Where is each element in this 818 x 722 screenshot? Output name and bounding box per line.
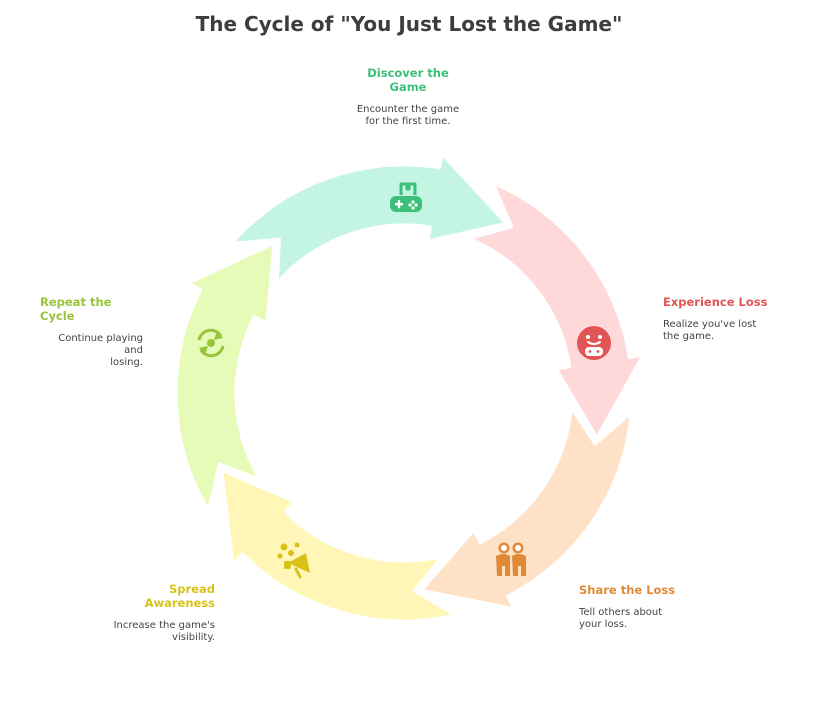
gamepad-icon xyxy=(390,182,422,212)
step-description: Encounter the game for the first time. xyxy=(343,104,473,128)
step-heading: Discover the Game xyxy=(343,66,473,94)
desc-line: the game. xyxy=(663,331,715,342)
megaphone-icon xyxy=(277,542,310,579)
step-discover: Discover the Game Encounter the game for… xyxy=(343,66,473,128)
heading-line: Discover the xyxy=(367,66,449,80)
desc-line: Continue playing and xyxy=(58,333,143,356)
desc-line: visibility. xyxy=(172,632,215,643)
desc-line: Increase the game's xyxy=(113,620,215,631)
segment-repeat-cycle xyxy=(174,242,276,512)
desc-line: for the first time. xyxy=(365,116,451,127)
cycle-icon xyxy=(197,328,225,358)
heading-line: Spread xyxy=(169,582,215,596)
segment-spread-awareness xyxy=(220,468,457,623)
step-experience-loss: Experience Loss Realize you've lost the … xyxy=(663,295,793,343)
step-repeat-cycle: Repeat the Cycle Continue playing and lo… xyxy=(40,295,143,369)
step-description: Realize you've lost the game. xyxy=(663,319,793,343)
segment-share-loss xyxy=(419,406,633,611)
step-heading: Experience Loss xyxy=(663,295,793,309)
step-share-loss: Share the Loss Tell others about your lo… xyxy=(579,583,709,631)
desc-line: Tell others about xyxy=(579,607,663,618)
step-heading: Share the Loss xyxy=(579,583,709,597)
heading-line: Repeat the Cycle xyxy=(40,295,112,323)
step-heading: Spread Awareness xyxy=(85,582,215,610)
step-heading: Repeat the Cycle xyxy=(40,295,143,323)
desc-line: your loss. xyxy=(579,619,628,630)
step-description: Increase the game's visibility. xyxy=(85,620,215,644)
people-icon xyxy=(496,542,526,576)
desc-line: losing. xyxy=(110,357,143,368)
heading-line: Experience Loss xyxy=(663,295,768,309)
segment-experience-loss xyxy=(468,181,645,440)
segment-discover xyxy=(230,152,508,285)
diagram-title: The Cycle of "You Just Lost the Game" xyxy=(195,12,623,36)
heading-line: Awareness xyxy=(144,596,215,610)
step-spread-awareness: Spread Awareness Increase the game's vis… xyxy=(85,582,215,644)
step-description: Tell others about your loss. xyxy=(579,607,709,631)
step-description: Continue playing and losing. xyxy=(40,333,143,369)
heading-line: Game xyxy=(389,80,427,94)
desc-line: Encounter the game xyxy=(356,104,460,115)
heading-line: Share the Loss xyxy=(579,583,676,597)
sad-face-icon xyxy=(577,326,611,360)
desc-line: Realize you've lost xyxy=(663,319,757,330)
